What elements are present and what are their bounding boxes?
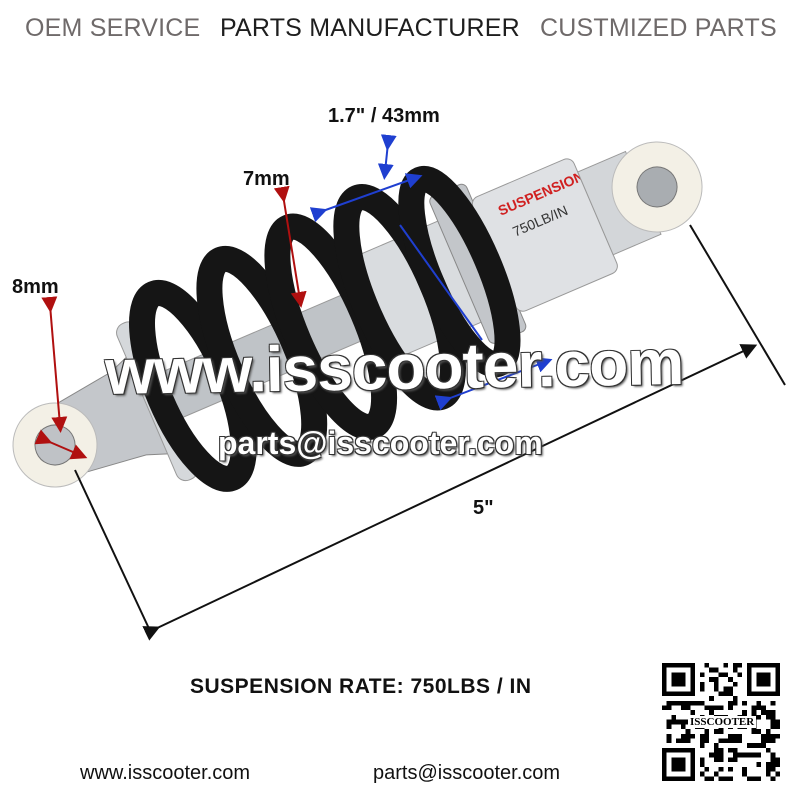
length-extension-right	[689, 224, 786, 386]
eye-dimension-label: 8mm	[12, 276, 59, 298]
length-dimension-label: 5"	[473, 497, 494, 519]
pitch-line-top	[309, 173, 423, 223]
qr-label: ISSCOOTER	[688, 716, 757, 728]
pitch-dimension-label: 1.7" / 43mm	[328, 105, 440, 127]
eye-dimension-arrow	[41, 296, 68, 433]
header-customized-parts: CUSTMIZED PARTS	[540, 14, 777, 42]
footer-email: parts@isscooter.com	[373, 762, 561, 784]
pitch-line-side	[399, 224, 483, 341]
shock-absorber: SUSPENSION 750LB/IN	[12, 141, 703, 492]
suspension-rate: SUSPENSION RATE: 750LBS / IN	[190, 675, 532, 698]
top-eye	[636, 166, 678, 208]
eye-width-arrow	[34, 429, 88, 460]
watermark-website: www.isscooter.com	[104, 325, 684, 409]
qr-code	[662, 663, 780, 781]
header-parts-manufacturer: PARTS MANUFACTURER	[220, 14, 520, 42]
length-dimension-arrow	[142, 344, 758, 641]
wire-dimension-arrow	[273, 185, 307, 308]
footer-website: www.isscooter.com	[80, 762, 251, 784]
pitch-dimension-arrow	[377, 134, 397, 180]
header-oem-service: OEM SERVICE	[25, 14, 201, 42]
length-extension-left	[74, 469, 153, 636]
wire-dimension-label: 7mm	[243, 168, 290, 190]
watermark-email: parts@isscooter.com	[218, 425, 543, 461]
